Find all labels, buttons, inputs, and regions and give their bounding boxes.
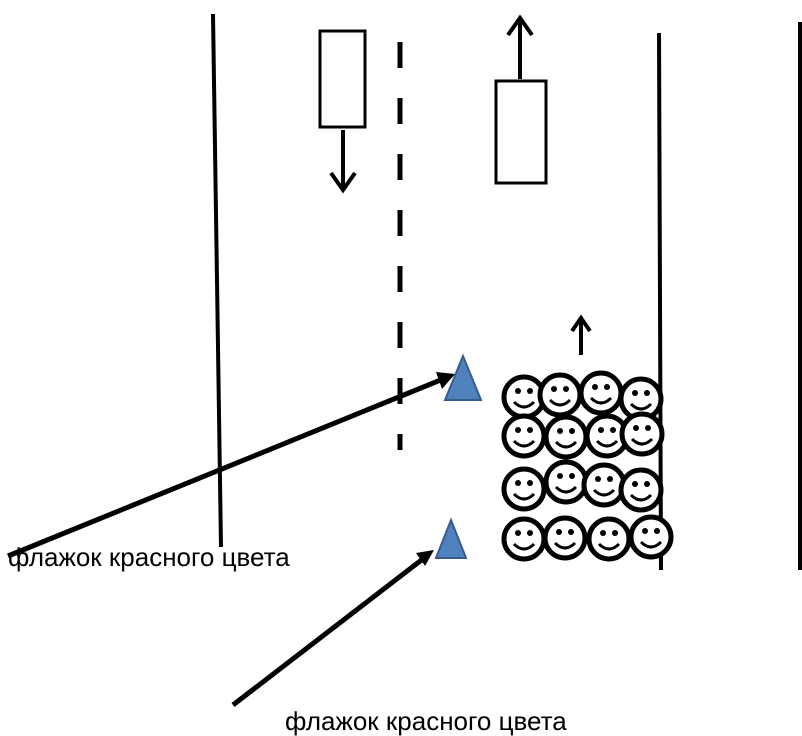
arrow-down-icon (329, 130, 357, 194)
smiley-face-icon (589, 519, 629, 559)
smiley-face-icon (621, 470, 661, 510)
smiley-face-icon (584, 465, 624, 505)
smiley-face-icon (581, 373, 621, 413)
flag-lower-icon (434, 517, 468, 559)
pedestrian-crowd (504, 373, 671, 559)
arrow-up-icon (506, 14, 534, 79)
smiley-face-icon (545, 518, 585, 558)
car-same-direction (494, 79, 548, 185)
pointer-arrow-upper-icon (7, 372, 455, 559)
car-oncoming (318, 29, 367, 129)
pointer-arrow-lower-icon (231, 550, 434, 707)
smiley-face-icon (504, 469, 544, 509)
smiley-face-icon (622, 414, 662, 454)
smiley-face-icon (504, 519, 544, 559)
smiley-face-icon (631, 517, 671, 557)
crowd-arrow-up-icon (570, 314, 592, 355)
flag-label-lower: флажок красного цвета (285, 706, 567, 736)
smiley-face-icon (546, 417, 586, 457)
smiley-face-icon (504, 416, 544, 456)
smiley-face-icon (546, 462, 586, 502)
flag-label-upper: флажок красного цвета (8, 542, 290, 572)
smiley-face-icon (540, 375, 580, 415)
left-road-edge (211, 13, 223, 548)
flag-upper-icon (443, 353, 483, 401)
